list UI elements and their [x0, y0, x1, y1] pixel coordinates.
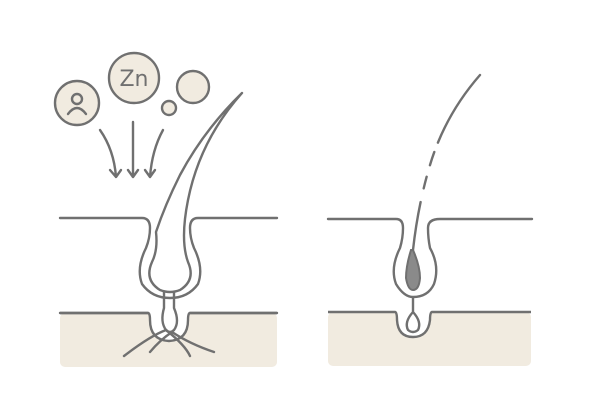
- papilla: [405, 296, 421, 334]
- down-arrow-icon: [98, 120, 165, 179]
- healthy-follicle-panel: Zn: [53, 51, 279, 367]
- papilla-pocket: [60, 311, 277, 343]
- hair-shaft: [148, 91, 244, 294]
- skin-surface-line: [326, 217, 534, 299]
- dermis-layer: [328, 312, 531, 366]
- papilla-pocket: [328, 310, 531, 339]
- person-bubble: [53, 79, 101, 127]
- large-bubble-icon: [175, 69, 211, 105]
- skin-surface-line: [58, 216, 279, 300]
- damaged-follicle-panel: [326, 73, 534, 366]
- zinc-bubble: Zn: [107, 51, 161, 105]
- zinc-label: Zn: [119, 67, 148, 92]
- small-bubble-icon: [160, 99, 178, 117]
- broken-hair-icon: [411, 73, 482, 252]
- root-fibers: [122, 328, 216, 358]
- shrunken-bulb: [404, 249, 422, 292]
- person-icon: [70, 92, 84, 106]
